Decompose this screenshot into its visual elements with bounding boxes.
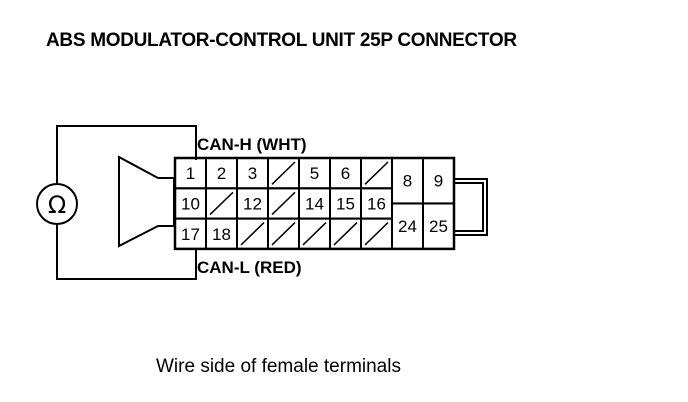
terminal-number: 8 — [403, 172, 412, 191]
terminal-blank — [360, 157, 393, 190]
terminal-10: 10 — [174, 187, 207, 220]
terminal-blank — [298, 217, 331, 250]
terminal-3: 3 — [236, 157, 269, 190]
meter-leads — [56, 125, 197, 280]
can-h-label: CAN-H (WHT) — [197, 135, 307, 154]
terminal-blank — [267, 187, 300, 220]
unused-slash — [271, 161, 296, 185]
terminal-number: 5 — [310, 164, 319, 183]
terminal-blank — [205, 187, 238, 220]
terminal-12: 12 — [236, 187, 269, 220]
terminal-number: 24 — [398, 217, 417, 236]
terminal-number: 1 — [186, 164, 195, 183]
terminal-blank — [236, 217, 269, 250]
can-l-label: CAN-L (RED) — [197, 258, 302, 277]
terminal-16: 16 — [360, 187, 393, 220]
terminal-number: 18 — [212, 225, 231, 244]
connector-housing — [118, 155, 175, 248]
terminal-number: 6 — [341, 164, 350, 183]
terminal-number: 10 — [181, 194, 200, 213]
terminal-number: 17 — [181, 225, 200, 244]
unused-slash — [209, 191, 234, 216]
jumper-wire — [454, 178, 488, 236]
unused-slash — [271, 191, 296, 216]
unused-slash — [302, 222, 327, 246]
connector-outline — [173, 156, 456, 251]
terminal-number: 2 — [217, 164, 226, 183]
terminal-5: 5 — [298, 157, 331, 190]
terminal-blank — [267, 217, 300, 250]
terminal-number: 16 — [367, 194, 386, 213]
unused-slash — [364, 161, 389, 185]
terminal-6: 6 — [329, 157, 362, 190]
terminal-18: 18 — [205, 217, 238, 250]
terminal-number: 25 — [429, 217, 448, 236]
can-h-lead — [56, 125, 197, 184]
unused-slash — [333, 222, 358, 246]
terminal-15: 15 — [329, 187, 362, 220]
terminal-2: 2 — [205, 157, 238, 190]
terminal-14: 14 — [298, 187, 331, 220]
terminal-blank — [267, 157, 300, 190]
can-l-lead — [56, 224, 197, 280]
unused-slash — [240, 222, 265, 246]
terminal-1: 1 — [174, 157, 207, 190]
diagram-title: ABS MODULATOR-CONTROL UNIT 25P CONNECTOR — [46, 30, 517, 51]
diagram-caption: Wire side of female terminals — [156, 356, 401, 377]
terminal-blank — [360, 217, 393, 250]
terminal-24: 24 — [391, 202, 424, 250]
terminal-blank — [329, 217, 362, 250]
terminal-9: 9 — [422, 157, 455, 205]
terminal-number: 9 — [434, 172, 443, 191]
ohm-symbol: Ω — [48, 191, 66, 219]
terminal-number: 3 — [248, 164, 257, 183]
ohmmeter-icon: Ω — [36, 183, 78, 225]
terminal-number: 15 — [336, 194, 355, 213]
terminal-25: 25 — [422, 202, 455, 250]
unused-slash — [271, 222, 296, 246]
terminal-number: 14 — [305, 194, 324, 213]
terminal-number: 12 — [243, 194, 262, 213]
unused-slash — [364, 222, 389, 246]
terminal-8: 8 — [391, 157, 424, 205]
terminal-17: 17 — [174, 217, 207, 250]
